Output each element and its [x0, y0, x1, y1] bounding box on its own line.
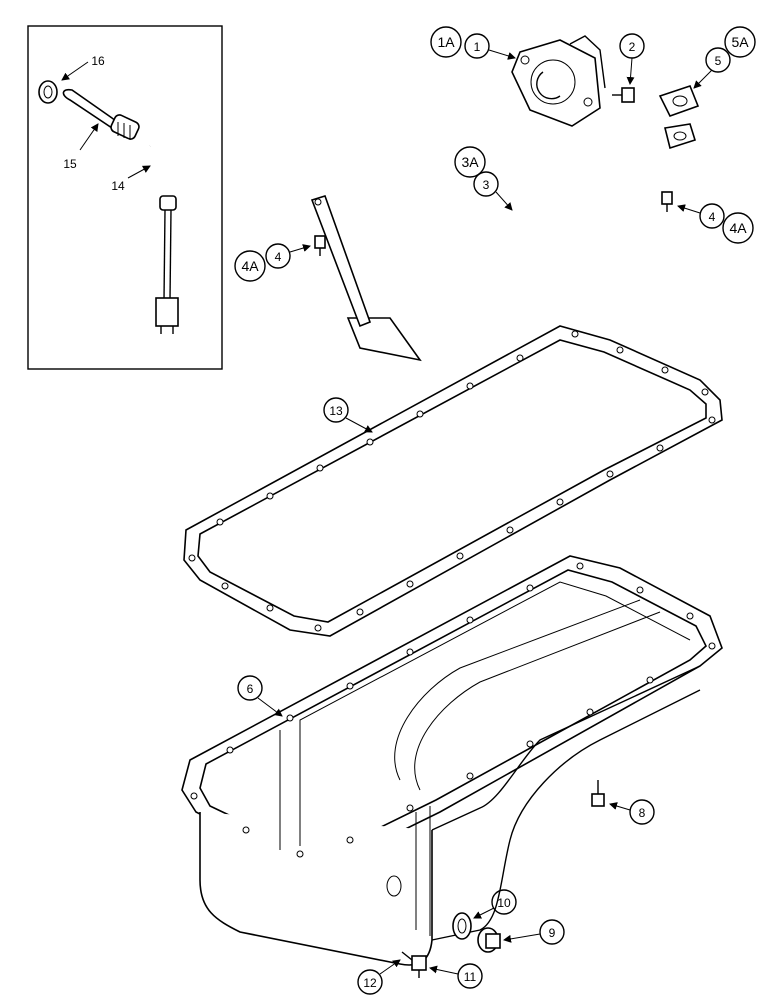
callout-1A: 1A 1	[430, 26, 516, 60]
callout-label-10: 10	[497, 896, 511, 910]
callout-label-16: 16	[91, 54, 105, 68]
pin-part-12: 12	[357, 951, 413, 995]
callout-label-1A: 1A	[437, 34, 455, 50]
callout-label-4-left: 4	[275, 250, 282, 264]
callout-label-3A: 3A	[461, 154, 479, 170]
drain-plug-part-9: 9	[477, 919, 565, 953]
callout-label-1: 1	[474, 40, 481, 54]
callout-label-12: 12	[363, 976, 377, 990]
oil-pump-part-1	[511, 35, 606, 127]
gasket-part-5: 5A 5	[658, 26, 756, 117]
bolt-part-2: 2	[612, 33, 645, 103]
callout-label-9: 9	[549, 926, 556, 940]
bolt-part-8: 8	[591, 780, 655, 825]
bolt-part-4-left: 4 4A	[234, 235, 326, 282]
callout-label-15: 15	[63, 157, 77, 171]
oil-pan-gasket-part-13: 13	[183, 325, 723, 637]
callout-label-4A-left: 4A	[241, 258, 259, 274]
inset-dipstick-assembly: 16 15 14	[27, 25, 223, 370]
plug-part-11: 11	[411, 955, 483, 989]
callout-3A: 3A 3	[454, 146, 513, 211]
callout-label-5: 5	[715, 54, 722, 68]
suction-tube-part-3	[310, 123, 697, 362]
callout-label-11: 11	[464, 970, 477, 984]
callout-label-2: 2	[629, 40, 636, 54]
dipstick-handle-part-15	[62, 88, 118, 129]
callout-label-6: 6	[247, 682, 254, 696]
callout-label-8: 8	[639, 806, 646, 820]
callout-label-13: 13	[329, 404, 343, 418]
oil-pan-part-6: 6	[181, 555, 723, 966]
washer-part-10: 10	[452, 889, 517, 940]
callout-label-5A: 5A	[731, 34, 749, 50]
callout-label-4A-right: 4A	[729, 220, 747, 236]
callout-label-3: 3	[483, 178, 490, 192]
bolt-part-4-right: 4 4A	[661, 191, 754, 244]
callout-label-4-right: 4	[709, 210, 716, 224]
callout-label-14: 14	[111, 179, 125, 193]
tube-bracket	[310, 195, 372, 328]
tube-grommet	[159, 195, 177, 211]
